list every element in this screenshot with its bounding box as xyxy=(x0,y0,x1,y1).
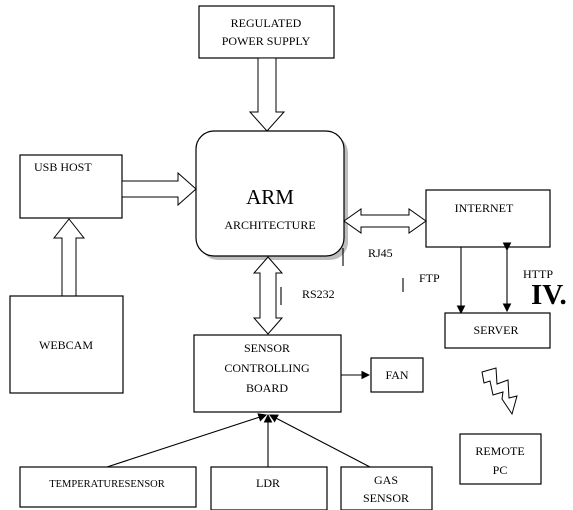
server-block: SERVER xyxy=(444,312,551,349)
arm-sensor-double-arrow xyxy=(252,256,284,335)
remote-pc-label-1: REMOTE xyxy=(475,444,524,458)
sensor-board-label-3: BOARD xyxy=(246,381,288,395)
gas-sensor-label-1: GAS xyxy=(374,473,398,487)
ldr-label: LDR xyxy=(256,476,280,490)
sensor-board-label-1: SENSOR xyxy=(244,341,290,355)
usb-to-arm-arrow xyxy=(121,171,197,207)
temperature-sensor-block: TEMPERATURESENSOR xyxy=(19,466,197,508)
rs232-label: RS232 xyxy=(302,287,335,301)
power-supply-label-1: REGULATED xyxy=(231,16,302,30)
arm-architecture-label: ARCHITECTURE xyxy=(224,218,315,232)
sensor-board-block: SENSOR CONTROLLING BOARD xyxy=(193,334,342,413)
arm-label: ARM xyxy=(246,185,294,209)
sensor-board-label-2: CONTROLLING xyxy=(224,361,310,375)
section-heading: IV. xyxy=(531,279,567,311)
remote-pc-block: REMOTE PC xyxy=(459,433,542,485)
webcam-label: WEBCAM xyxy=(39,338,93,352)
arm-internet-double-arrow xyxy=(343,208,427,234)
webcam-to-usb-arrow xyxy=(52,218,86,297)
internet-label: INTERNET xyxy=(455,201,514,215)
wireless-lightning-icon xyxy=(481,367,518,416)
power-to-arm-arrow xyxy=(248,57,286,132)
usb-host-label: USB HOST xyxy=(34,160,92,174)
power-supply-label-2: POWER SUPPLY xyxy=(222,34,311,48)
fan-label: FAN xyxy=(385,368,408,382)
gas-to-board-line xyxy=(269,414,371,468)
ftp-label: FTP xyxy=(419,271,440,285)
server-label: SERVER xyxy=(473,323,518,337)
usb-host-block: USB HOST xyxy=(19,154,123,219)
gas-sensor-block: GAS SENSOR xyxy=(340,466,433,510)
arm-block: ARM ARCHITECTURE xyxy=(195,130,348,260)
http-label: HTTP xyxy=(523,267,553,281)
internet-block: INTERNET xyxy=(425,189,551,248)
ldr-block: LDR xyxy=(210,466,328,510)
webcam-block: WEBCAM xyxy=(9,295,124,394)
temperature-to-board-line xyxy=(106,413,268,468)
temperature-sensor-label: TEMPERATURESENSOR xyxy=(49,479,165,490)
remote-pc-label-2: PC xyxy=(493,463,508,477)
power-supply-block: REGULATED POWER SUPPLY xyxy=(198,5,335,59)
rj45-label: RJ45 xyxy=(368,246,393,260)
gas-sensor-label-2: SENSOR xyxy=(363,491,409,505)
fan-block: FAN xyxy=(370,357,424,393)
